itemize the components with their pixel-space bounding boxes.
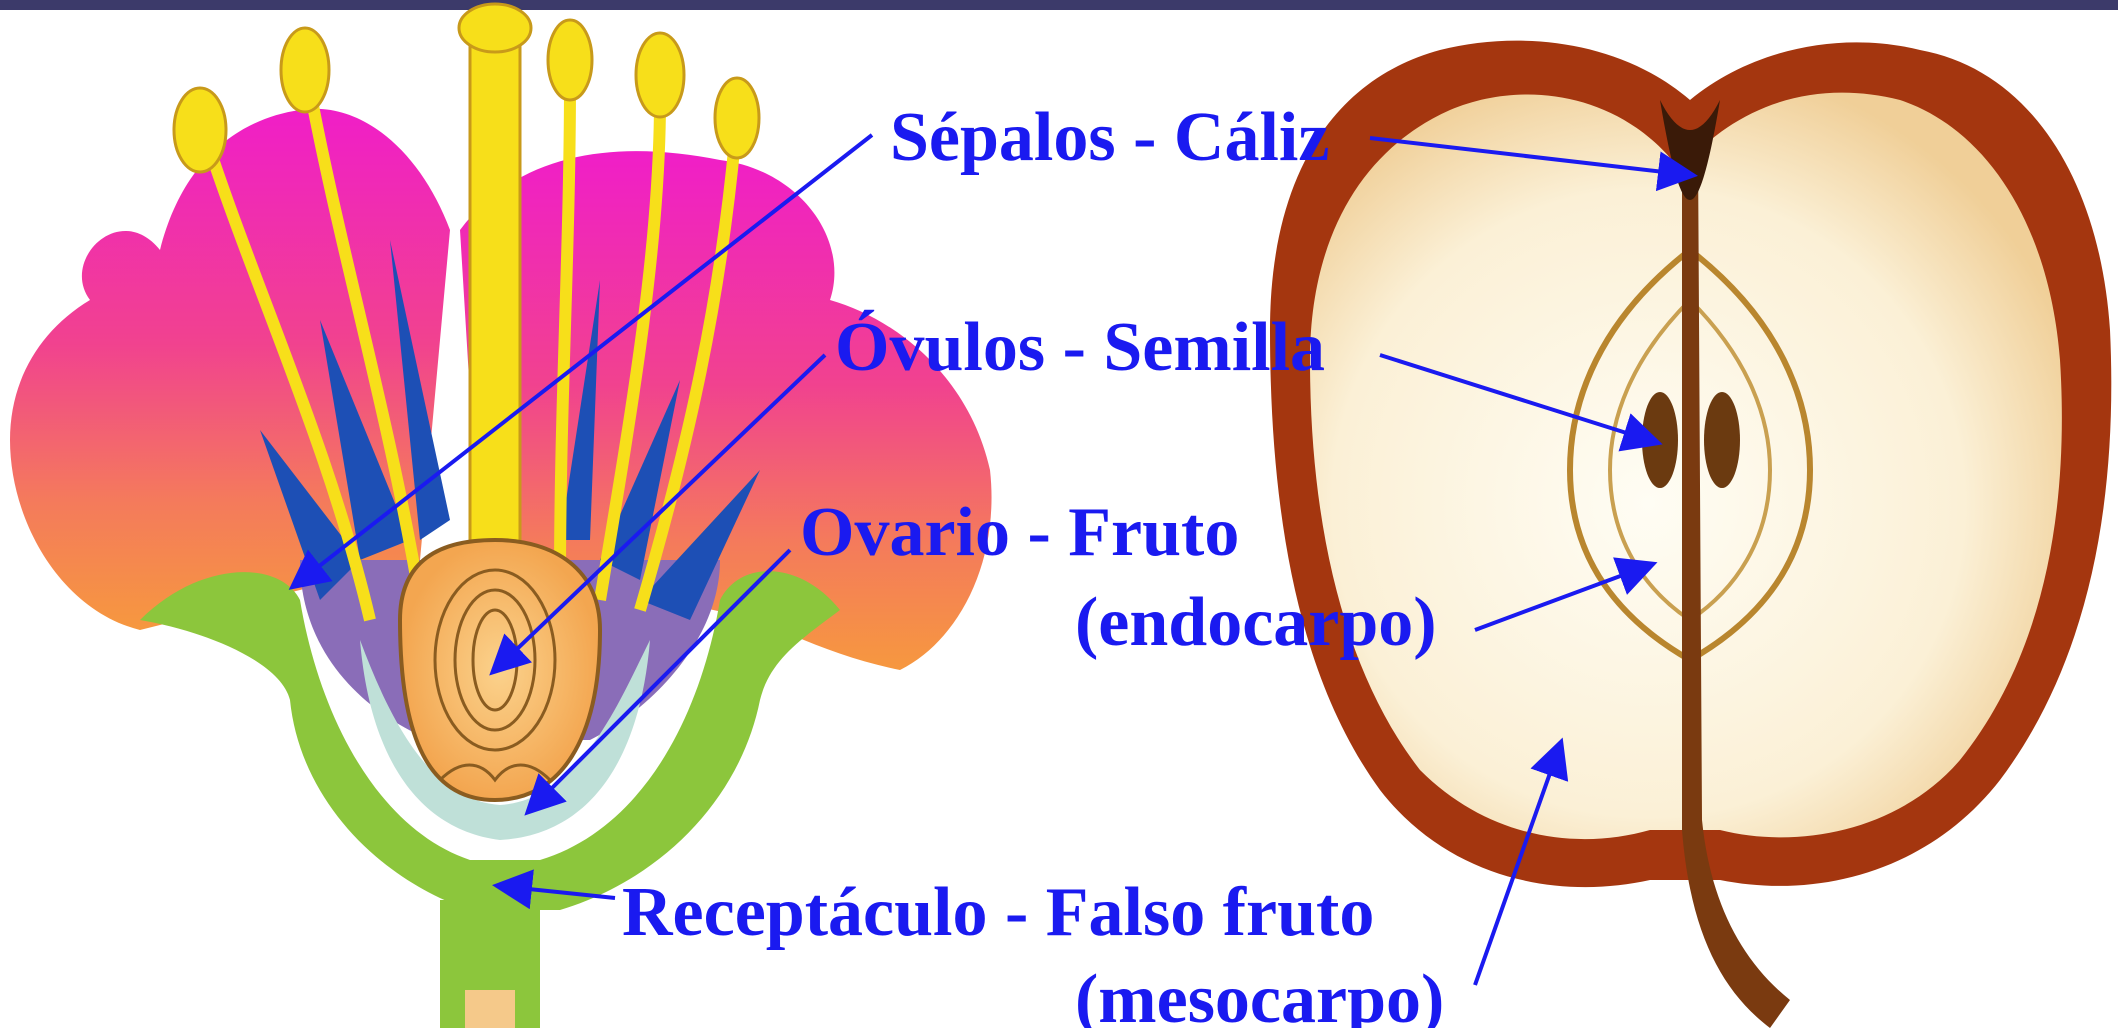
label-receptaculo-falso-fruto: Receptáculo - Falso fruto: [622, 874, 1374, 951]
label-ovulos-semilla: Óvulos - Semilla: [835, 309, 1325, 386]
label-ovario-fruto: Ovario - Fruto: [800, 494, 1239, 571]
label-endocarpo: (endocarpo): [1075, 584, 1437, 661]
flower-petals-left: [10, 109, 450, 630]
label-mesocarpo: (mesocarpo): [1075, 961, 1444, 1028]
label-sepalos-caliz: Sépalos - Cáliz: [890, 99, 1329, 176]
flower-ovary: [400, 540, 600, 800]
flower-pistil-style: [470, 15, 520, 560]
apple-illustration: [1270, 41, 2111, 1028]
flower-stigma: [459, 4, 531, 52]
